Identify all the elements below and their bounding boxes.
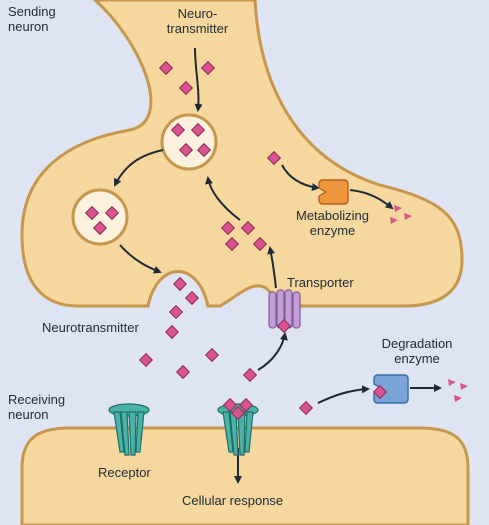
arrow-reuptake-to-vesicle bbox=[205, 176, 241, 221]
neurotransmitter-molecule bbox=[298, 400, 314, 416]
neurotransmitter-fragment bbox=[404, 213, 412, 220]
arrow-to-metabolizing-enzyme bbox=[281, 164, 320, 192]
neurotransmitter-fragments bbox=[390, 205, 468, 402]
label-metabolizing-enzyme: Metabolizing enzyme bbox=[296, 208, 369, 238]
neurotransmitter-molecule bbox=[220, 220, 236, 236]
neurotransmitter-fragment bbox=[394, 205, 402, 212]
neurotransmitter-molecule bbox=[184, 290, 200, 306]
vesicle-left bbox=[71, 188, 129, 246]
neurotransmitter-molecule bbox=[240, 220, 256, 236]
neurotransmitter-molecule bbox=[164, 324, 180, 340]
neurotransmitter-molecule bbox=[204, 347, 220, 363]
neurotransmitter-molecule bbox=[252, 236, 268, 252]
label-transporter: Transporter bbox=[287, 275, 354, 290]
neurotransmitter-molecule bbox=[170, 122, 186, 138]
metabolizing-enzyme-shape bbox=[318, 179, 349, 205]
neurotransmitter-molecule bbox=[222, 397, 238, 413]
arrow-synthesis-to-vesicle bbox=[194, 47, 203, 112]
arrow-vesicle-to-vesicle bbox=[114, 149, 164, 187]
label-receptor: Receptor bbox=[98, 465, 151, 480]
neurotransmitter-fragment bbox=[460, 383, 468, 390]
label-degradation-enzyme: Degradation enzyme bbox=[381, 336, 453, 366]
sending-neuron-terminal bbox=[20, 0, 464, 308]
neurotransmitter-molecule bbox=[178, 142, 194, 158]
vesicle-upper bbox=[160, 113, 218, 171]
neurotransmitter-molecule bbox=[238, 397, 254, 413]
neurotransmitter-molecule bbox=[92, 220, 108, 236]
neurotransmitter-molecule bbox=[168, 304, 184, 320]
neurotransmitter-molecule bbox=[372, 384, 388, 400]
neurotransmitter-molecule bbox=[266, 150, 282, 166]
neurotransmitter-molecule bbox=[172, 276, 188, 292]
label-sending-neuron: Sending neuron bbox=[8, 4, 56, 34]
arrow-to-degradation-enzyme bbox=[317, 385, 370, 404]
arrow-vesicle-to-release bbox=[119, 244, 162, 274]
neurotransmitter-molecule bbox=[175, 364, 191, 380]
neurotransmitter-molecule bbox=[178, 80, 194, 96]
neurotransmitter-molecule bbox=[276, 318, 292, 334]
neurotransmitter-molecules bbox=[84, 60, 388, 421]
neurotransmitter-molecule bbox=[84, 205, 100, 221]
neurotransmitter-molecule bbox=[104, 205, 120, 221]
neurotransmitter-molecule bbox=[196, 142, 212, 158]
neurotransmitter-fragment bbox=[448, 379, 456, 386]
neurotransmitter-molecule bbox=[230, 405, 246, 421]
neurotransmitter-fragment bbox=[454, 395, 462, 402]
arrow-from-metabolizing-enzyme bbox=[349, 189, 394, 210]
neurotransmitter-molecule bbox=[138, 352, 154, 368]
neurotransmitter-molecule bbox=[158, 60, 174, 76]
neurotransmitter-molecule bbox=[190, 122, 206, 138]
neurotransmitter-fragment bbox=[390, 217, 398, 224]
receptor-left bbox=[108, 403, 150, 456]
label-neurotransmitter-left: Neurotransmitter bbox=[42, 320, 139, 335]
arrow-cleft-to-transporter bbox=[257, 332, 288, 371]
neurotransmitter-molecule bbox=[224, 236, 240, 252]
arrow-transporter-to-terminal bbox=[267, 246, 277, 289]
neurotransmitter-molecule bbox=[242, 367, 258, 383]
label-cellular-response: Cellular response bbox=[182, 493, 284, 508]
label-receiving-neuron: Receiving neuron bbox=[8, 392, 66, 422]
neurotransmitter-molecule bbox=[200, 60, 216, 76]
label-neurotransmitter-top: Neuro- transmitter bbox=[166, 6, 229, 36]
